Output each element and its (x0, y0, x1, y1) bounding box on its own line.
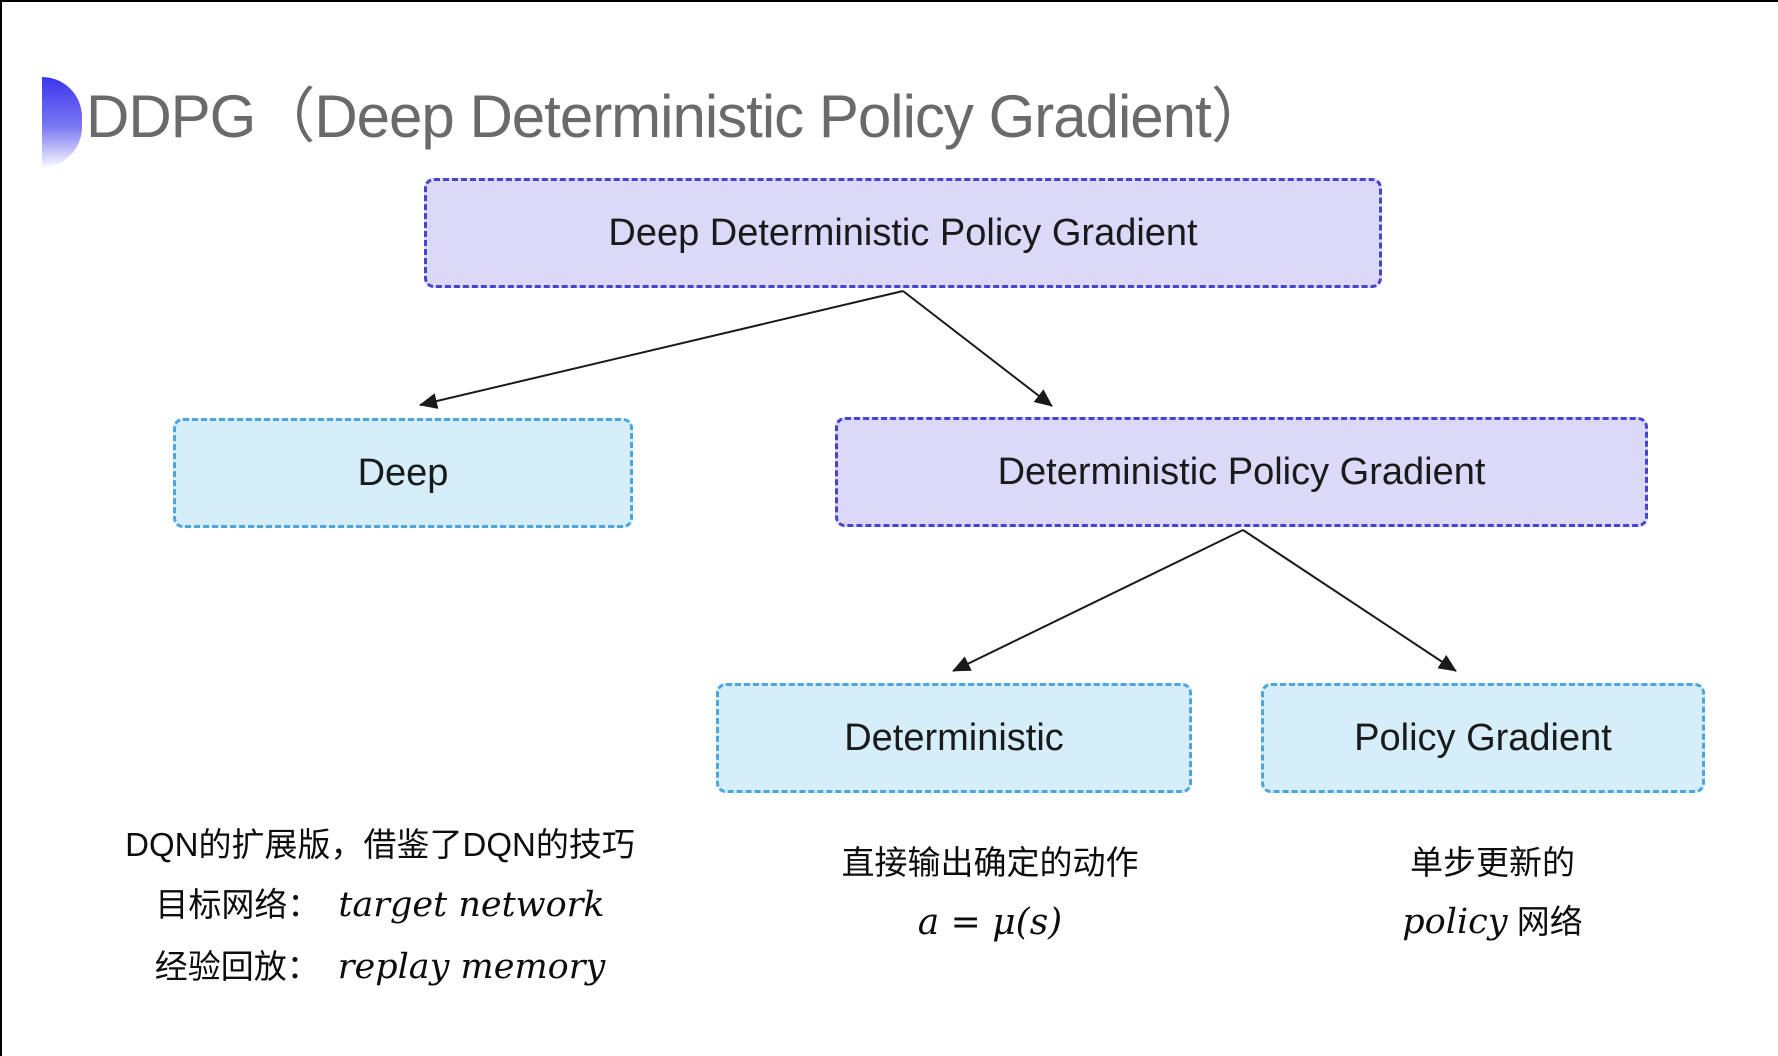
replay-memory-label-cn: 经验回放： (154, 948, 320, 985)
page-title: DDPG（Deep Deterministic Policy Gradient） (86, 83, 1271, 150)
node-deep-deterministic-policy-gradient: Deep Deterministic Policy Gradient (424, 178, 1382, 288)
node-dpg-label: Deterministic Policy Gradient (997, 450, 1486, 493)
node-policy-gradient-label: Policy Gradient (1354, 716, 1612, 759)
node-deterministic-policy-gradient: Deterministic Policy Gradient (835, 417, 1648, 527)
node-deterministic: Deterministic (716, 683, 1192, 793)
deterministic-note-line1: 直接输出确定的动作 (841, 844, 1139, 881)
notes-deterministic-column: 直接输出确定的动作 a = μ(s) (790, 846, 1190, 967)
target-network-value-en: target network (338, 885, 605, 925)
deep-note-replay-memory: 经验回放： replay memory (120, 950, 640, 985)
network-word-cn: 网络 (1516, 903, 1583, 940)
notes-policy-gradient-column: 单步更新的 policy 网络 (1290, 846, 1695, 966)
node-deterministic-label: Deterministic (844, 716, 1064, 759)
node-root-label: Deep Deterministic Policy Gradient (608, 211, 1198, 254)
node-policy-gradient: Policy Gradient (1261, 683, 1705, 793)
node-deep: Deep (173, 418, 633, 528)
top-edge-line (0, 0, 1778, 2)
replay-memory-value-en: replay memory (337, 947, 606, 987)
left-edge-line (0, 0, 2, 1056)
deep-note-line1: DQN的扩展版，借鉴了DQN的技巧 (125, 826, 635, 863)
node-deep-label: Deep (357, 451, 449, 494)
target-network-label-cn: 目标网络： (155, 886, 321, 923)
title-bullet-semicircle-icon (42, 77, 82, 167)
policy-gradient-note-line2: policy 网络 (1290, 905, 1695, 940)
notes-deep-column: DQN的扩展版，借鉴了DQN的技巧 目标网络： target network 经验… (120, 828, 640, 1012)
policy-word-en: policy (1402, 902, 1508, 942)
deep-note-target-network: 目标网络： target network (120, 888, 640, 923)
deterministic-note-formula: a = μ(s) (790, 905, 1190, 941)
policy-gradient-note-line1: 单步更新的 (1410, 844, 1575, 881)
formula-a-equals-mu-s: a = μ(s) (917, 902, 1063, 943)
